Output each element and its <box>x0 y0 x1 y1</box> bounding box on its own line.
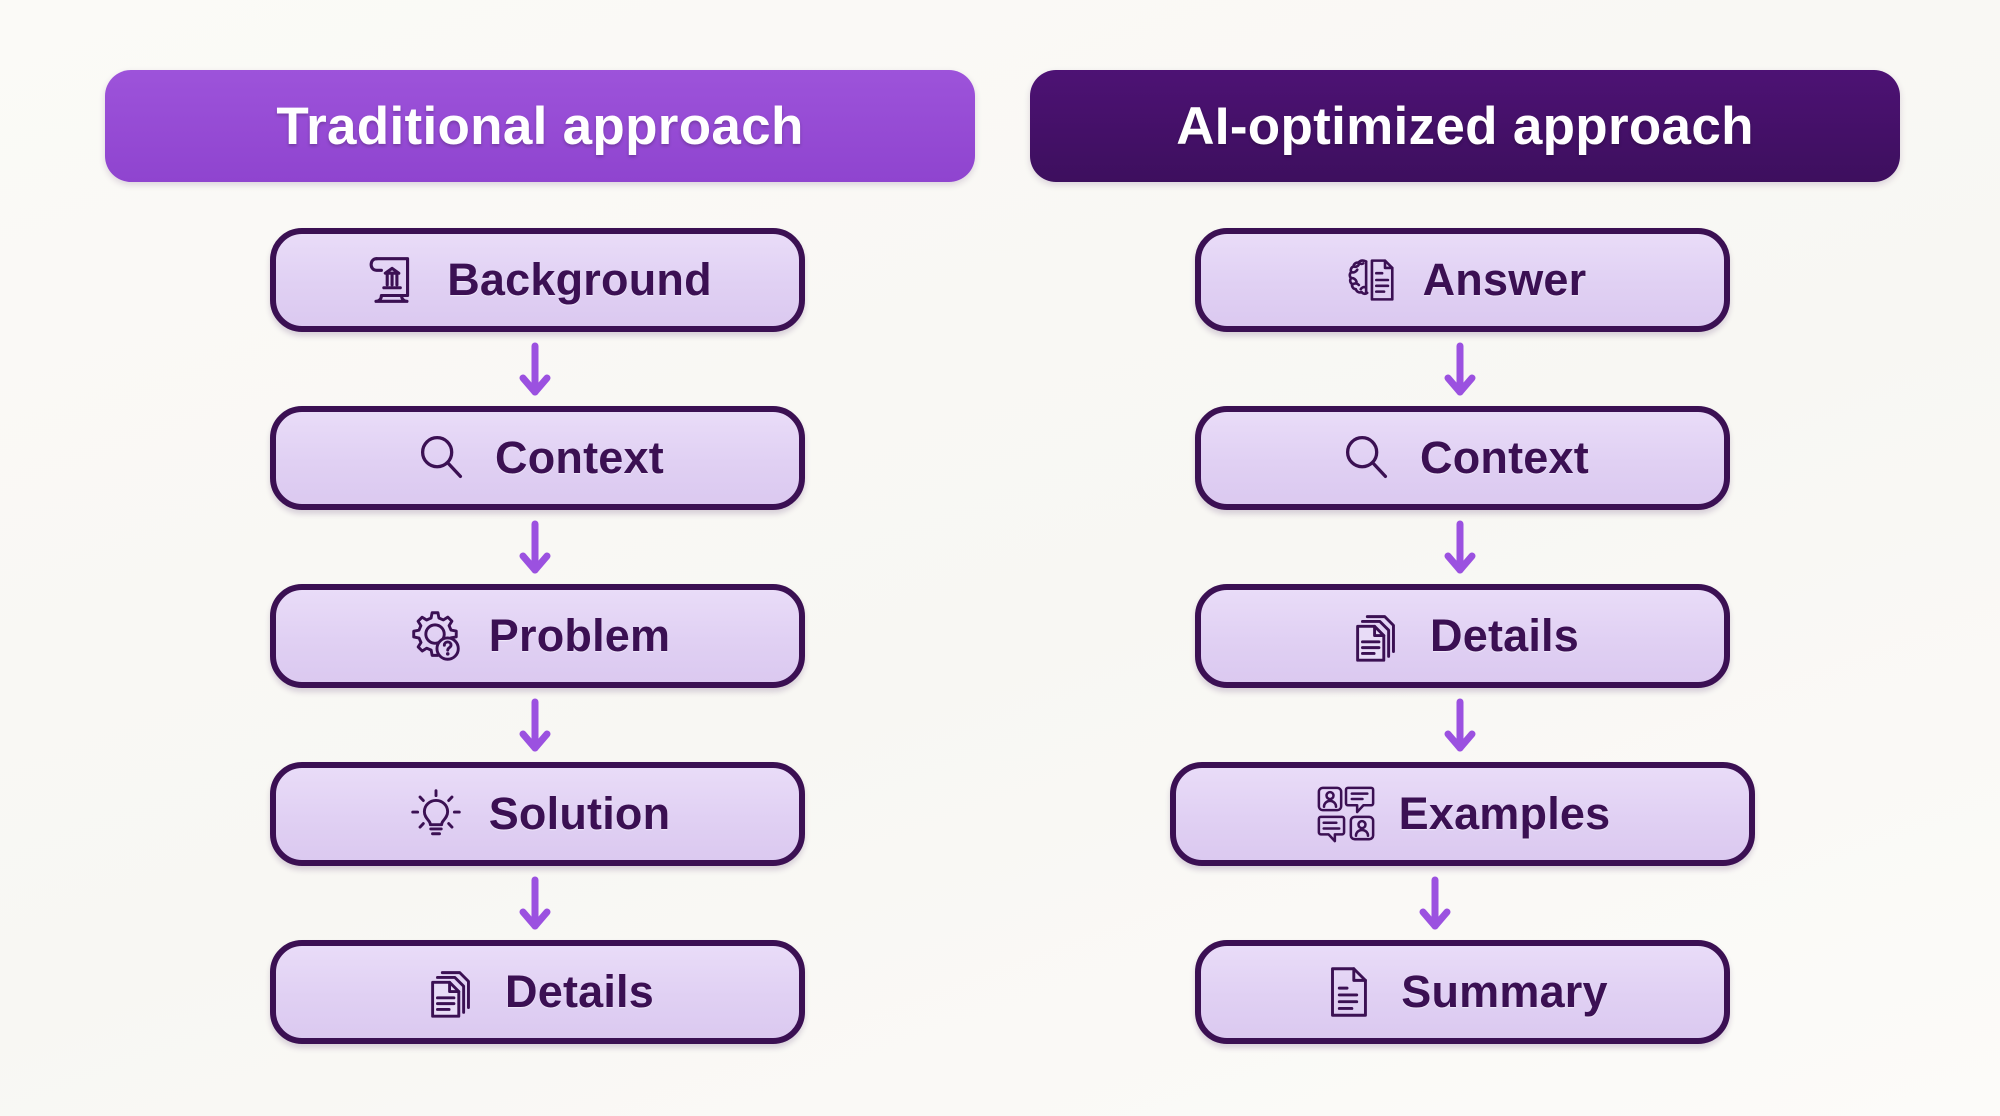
brain-document-icon <box>1339 249 1401 311</box>
arrow-down-icon <box>95 874 975 936</box>
header-label-ai-optimized: AI-optimized approach <box>1176 96 1754 156</box>
column-ai-optimized: AI-optimized approach <box>1020 0 1900 1116</box>
flow-row: Background <box>95 228 975 406</box>
node-label: Details <box>1430 610 1579 661</box>
lightbulb-icon <box>405 783 467 845</box>
node-problem[interactable]: Problem <box>270 584 805 688</box>
node-details[interactable]: Details <box>270 940 805 1044</box>
header-pill-traditional: Traditional approach <box>105 70 975 182</box>
flow-row: Summary <box>1020 940 1900 1050</box>
node-details[interactable]: Details <box>1195 584 1730 688</box>
magnifier-icon <box>1336 427 1398 489</box>
flow-row: Details <box>1020 584 1900 762</box>
arrow-down-icon <box>95 696 975 758</box>
node-context[interactable]: Context <box>270 406 805 510</box>
arrow-down-icon <box>995 874 1875 936</box>
magnifier-icon <box>411 427 473 489</box>
node-label: Details <box>505 966 654 1017</box>
flow-row: Details <box>95 940 975 1050</box>
node-label: Context <box>495 432 664 483</box>
flow-row: Problem <box>95 584 975 762</box>
header-pill-ai-optimized: AI-optimized approach <box>1030 70 1900 182</box>
flow-row: Answer <box>1020 228 1900 406</box>
node-solution[interactable]: Solution <box>270 762 805 866</box>
arrow-down-icon <box>1020 518 1900 580</box>
flow-row: Examples <box>1020 762 1900 940</box>
arrow-down-icon <box>1020 340 1900 402</box>
node-label: Summary <box>1401 966 1608 1017</box>
flow-ai-optimized: Answer <box>1020 228 1900 1050</box>
header-label-traditional: Traditional approach <box>276 96 804 156</box>
gear-question-icon <box>405 605 467 667</box>
stacked-documents-icon <box>1346 605 1408 667</box>
stacked-documents-icon <box>421 961 483 1023</box>
people-speech-bubbles-icon <box>1315 783 1377 845</box>
node-label: Examples <box>1398 788 1611 839</box>
flow-traditional: Background <box>95 228 975 1050</box>
node-summary[interactable]: Summary <box>1195 940 1730 1044</box>
flow-row: Context <box>95 406 975 584</box>
node-background[interactable]: Background <box>270 228 805 332</box>
node-label: Background <box>447 254 712 305</box>
arrow-down-icon <box>1020 696 1900 758</box>
flow-row: Solution <box>95 762 975 940</box>
node-label: Context <box>1420 432 1589 483</box>
node-context[interactable]: Context <box>1195 406 1730 510</box>
node-label: Solution <box>488 788 671 839</box>
document-icon <box>1317 961 1379 1023</box>
arrow-down-icon <box>95 518 975 580</box>
node-answer[interactable]: Answer <box>1195 228 1730 332</box>
arrow-down-icon <box>95 340 975 402</box>
flow-row: Context <box>1020 406 1900 584</box>
node-label: Answer <box>1422 254 1587 305</box>
node-label: Problem <box>488 610 671 661</box>
node-examples[interactable]: Examples <box>1170 762 1755 866</box>
scroll-building-icon <box>363 249 425 311</box>
column-traditional: Traditional approach <box>95 0 975 1116</box>
